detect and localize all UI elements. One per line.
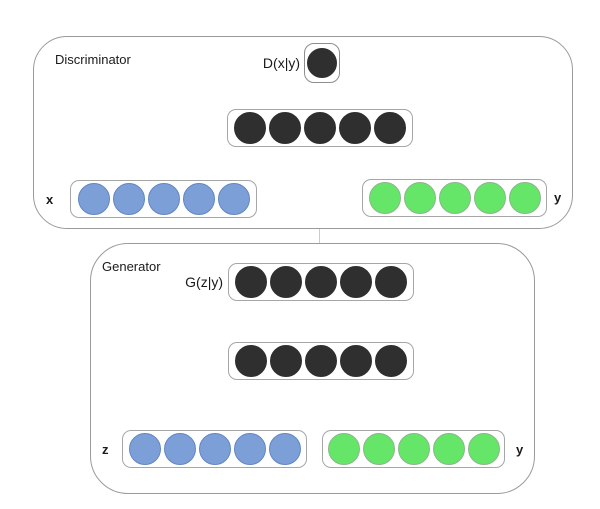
dark-node [340, 266, 372, 298]
discriminator-output-node-box [304, 43, 340, 83]
dark-node [305, 266, 337, 298]
blue-node [268, 433, 301, 465]
green-node [368, 182, 401, 214]
discriminator-y-input-label: y [554, 190, 562, 205]
generator-label: Generator [102, 259, 161, 274]
discriminator-hidden-layer [227, 109, 413, 147]
x-input-label: x [46, 192, 54, 207]
dark-node [339, 112, 371, 144]
blue-node [147, 183, 180, 215]
generator-output-layer [228, 263, 414, 301]
discriminator-output-label: D(x|y) [262, 55, 300, 71]
green-node [473, 182, 506, 214]
green-node [362, 433, 395, 465]
blue-node [77, 183, 110, 215]
blue-node [233, 433, 266, 465]
dark-node [270, 266, 302, 298]
green-node [432, 433, 465, 465]
green-node [467, 433, 500, 465]
blue-node [198, 433, 231, 465]
dark-node [307, 48, 337, 78]
green-node [438, 182, 471, 214]
green-node [508, 182, 541, 214]
z-input-label: z [102, 442, 109, 457]
dark-node [374, 112, 406, 144]
z-input-layer [122, 430, 307, 468]
green-node [403, 182, 436, 214]
dark-node [234, 112, 266, 144]
dark-node [375, 266, 407, 298]
green-node [397, 433, 430, 465]
discriminator-label: Discriminator [55, 52, 131, 67]
dark-node [305, 345, 337, 377]
blue-node [182, 183, 215, 215]
blue-node [128, 433, 161, 465]
blue-node [112, 183, 145, 215]
generator-y-input-layer [322, 430, 505, 468]
dark-node [235, 345, 267, 377]
dark-node [375, 345, 407, 377]
dark-node [270, 345, 302, 377]
dark-node [304, 112, 336, 144]
blue-node [217, 183, 250, 215]
dark-node [269, 112, 301, 144]
x-input-layer [70, 180, 257, 218]
green-node [327, 433, 360, 465]
dark-node [235, 266, 267, 298]
discriminator-y-input-layer [362, 179, 547, 217]
generator-y-input-label: y [516, 442, 524, 457]
blue-node [163, 433, 196, 465]
generator-hidden-layer [228, 342, 414, 380]
generator-output-label: G(z|y) [185, 274, 223, 290]
dark-node [340, 345, 372, 377]
